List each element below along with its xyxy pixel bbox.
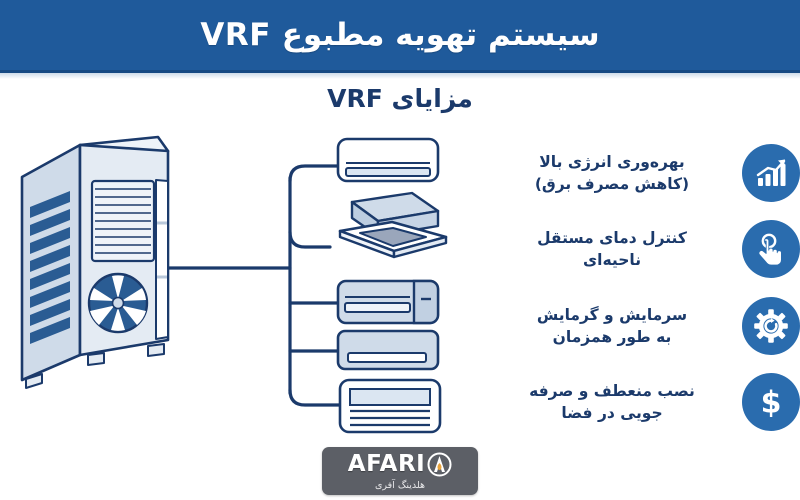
service-panel [155,179,169,340]
benefit-line-2: جویی در فضا [561,404,663,422]
benefit-item: سرمایش و گرمایش به طور همزمان [478,291,800,361]
benefit-item: $ نصب منعطف و صرفه جویی در فضا [478,367,800,437]
section-subtitle: مزایای VRF [327,84,473,113]
refrigerant-piping [166,164,342,407]
benefit-label: کنترل دمای مستقل ناحیه‌ای [478,227,738,272]
benefit-label: بهره‌وری انرژی بالا (کاهش مصرف برق) [478,151,738,196]
dollar-sign-icon: $ [742,373,800,431]
benefit-line-2: (کاهش مصرف برق) [534,175,690,193]
benefits-list: بهره‌وری انرژی بالا (کاهش مصرف برق) کنتر… [478,138,800,448]
benefit-label: نصب منعطف و صرفه جویی در فضا [478,380,738,425]
logo-row: AFARI [348,451,452,478]
indoor-unit-wall-split-2 [336,279,440,325]
vrf-system-diagram [0,125,480,445]
benefit-line-2: ناحیه‌ای [582,251,642,269]
fan-icon [87,272,149,334]
unit-feet [25,343,165,389]
benefit-line-1: سرمایش و گرمایش [536,305,688,324]
side-louvers [30,191,70,344]
indoor-unit-wall-split-1 [336,137,440,183]
touch-hand-icon [742,220,800,278]
indoor-unit-ceiling-cassette [338,191,448,259]
benefit-line-1: نصب منعطف و صرفه [529,381,695,400]
page-header: سیستم تهویه مطبوع VRF [0,0,800,73]
benefit-line-1: کنترل دمای مستقل [537,228,687,247]
svg-text:$: $ [761,386,782,420]
bar-chart-growth-icon [742,144,800,202]
benefit-item: کنترل دمای مستقل ناحیه‌ای [478,214,800,284]
page-title: سیستم تهویه مطبوع VRF [200,16,600,53]
indoor-unit-floor-console [338,378,442,434]
header-shadow [0,73,800,79]
logo-tagline: هلدینگ آفری [374,480,426,492]
benefit-item: بهره‌وری انرژی بالا (کاهش مصرف برق) [478,138,800,208]
indoor-unit-wall-split-3 [336,329,440,371]
outdoor-unit [20,135,170,389]
logo-wordmark: AFARI [347,451,426,478]
front-grille [90,179,156,263]
gear-refresh-icon [742,297,800,355]
flame-a-icon [427,452,452,477]
benefit-line-1: بهره‌وری انرژی بالا [539,152,685,171]
benefit-label: سرمایش و گرمایش به طور همزمان [478,304,738,349]
company-logo[interactable]: AFARI هلدینگ آفری [322,447,478,495]
benefit-line-2: به طور همزمان [552,328,672,346]
